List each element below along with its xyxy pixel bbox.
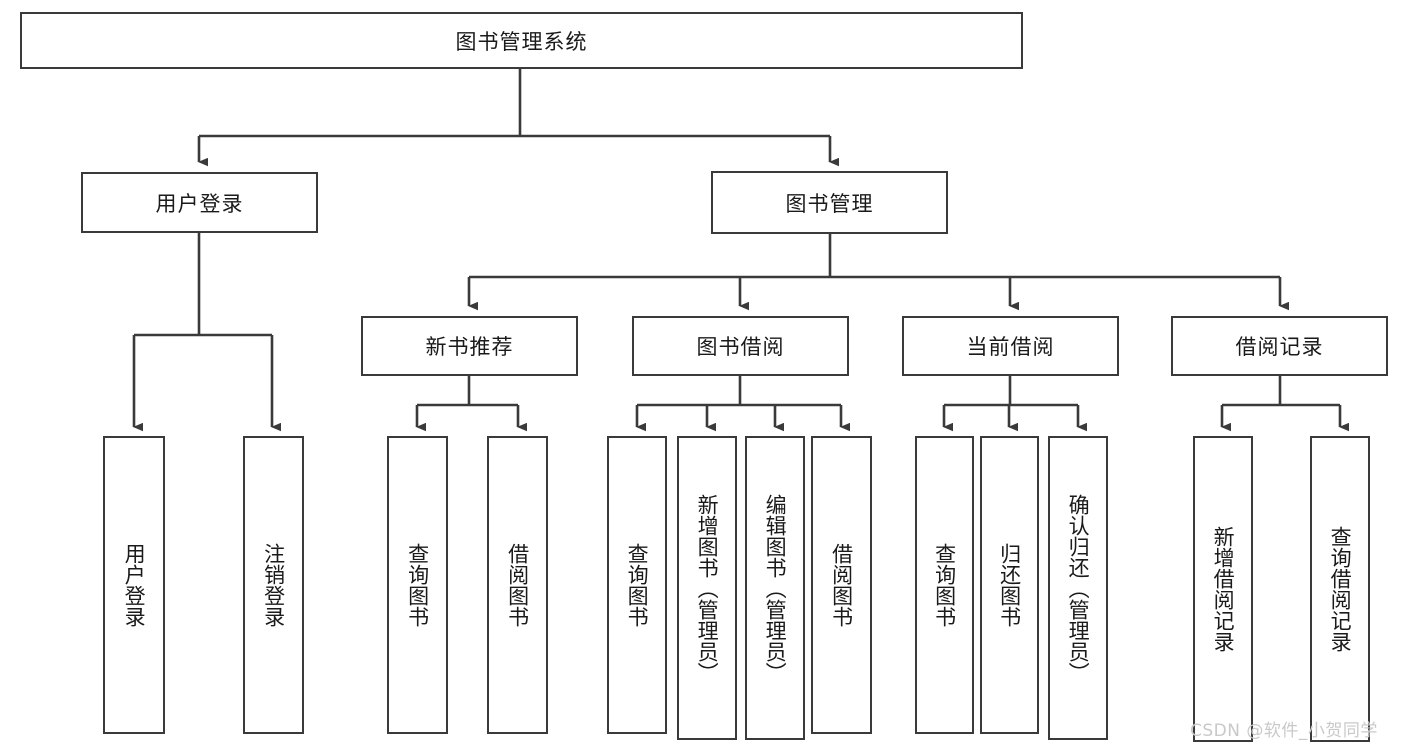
node-label: 图书管理: [785, 191, 874, 216]
leaf-borrow-book[interactable]: 借阅图书: [811, 436, 872, 734]
leaf-query-borrow-record[interactable]: 查询借阅记录: [1310, 436, 1370, 742]
node-label: 新书推荐: [425, 335, 514, 359]
node-label: 用户登录: [122, 543, 147, 627]
node-label: 归还图书: [997, 543, 1022, 627]
leaf-borrow-book-recommend[interactable]: 借阅图书: [487, 436, 548, 734]
node-user-login[interactable]: 用户登录: [81, 172, 318, 233]
leaf-add-borrow-record[interactable]: 新增借阅记录: [1193, 436, 1253, 742]
node-label: 查询图书: [932, 543, 957, 627]
node-book-borrow[interactable]: 图书借阅: [632, 316, 849, 376]
node-label: 图书管理系统: [455, 29, 588, 54]
node-borrow-record[interactable]: 借阅记录: [1171, 316, 1388, 376]
node-label: 当前借阅: [966, 335, 1055, 359]
node-label: 借阅记录: [1235, 335, 1324, 359]
leaf-query-book-current[interactable]: 查询图书: [915, 436, 974, 734]
node-label: 查询图书: [405, 543, 430, 627]
node-label: 查询借阅记录: [1328, 526, 1353, 652]
node-label: 查询图书: [625, 543, 650, 627]
node-label: 借阅图书: [505, 543, 530, 627]
leaf-user-login[interactable]: 用户登录: [103, 436, 165, 734]
leaf-query-book-borrow[interactable]: 查询图书: [607, 436, 667, 734]
node-label: 新增借阅记录: [1211, 526, 1236, 652]
node-label: 注销登录: [261, 543, 286, 627]
node-label: 用户登录: [155, 191, 244, 216]
node-label: 借阅图书: [829, 543, 854, 627]
node-book-management[interactable]: 图书管理: [711, 171, 948, 234]
node-label: 确认归还（管理员）: [1066, 493, 1091, 683]
leaf-edit-book-admin[interactable]: 编辑图书（管理员）: [745, 436, 805, 740]
leaf-confirm-return-admin[interactable]: 确认归还（管理员）: [1048, 436, 1108, 740]
node-current-borrow[interactable]: 当前借阅: [902, 316, 1119, 376]
csdn-watermark: CSDN @软件_小贺同学: [1190, 721, 1378, 741]
node-label: 图书借阅: [696, 335, 785, 359]
node-label: 编辑图书（管理员）: [763, 493, 788, 683]
node-new-book-recommend[interactable]: 新书推荐: [361, 316, 578, 376]
leaf-logout[interactable]: 注销登录: [243, 436, 304, 734]
node-label: 新增图书（管理员）: [695, 493, 720, 683]
leaf-add-book-admin[interactable]: 新增图书（管理员）: [677, 436, 737, 740]
leaf-query-book-recommend[interactable]: 查询图书: [387, 436, 448, 734]
leaf-return-book[interactable]: 归还图书: [980, 436, 1039, 734]
node-root[interactable]: 图书管理系统: [20, 12, 1023, 69]
